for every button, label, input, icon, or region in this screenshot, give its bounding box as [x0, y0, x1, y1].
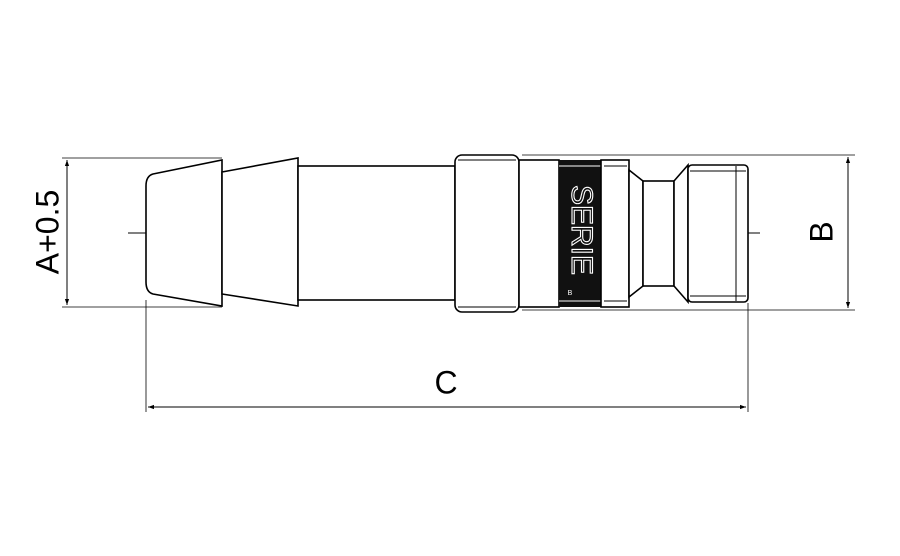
- dim-b-label: B: [803, 221, 839, 242]
- band-mark: B: [568, 290, 573, 297]
- groove-neck: [628, 168, 644, 299]
- collar: [454, 154, 520, 313]
- barb-rear: [221, 157, 299, 307]
- marking-band: [559, 160, 601, 307]
- barb-front: [145, 159, 223, 307]
- shank-tube: [297, 165, 456, 301]
- plug-nose: [687, 164, 749, 303]
- band-text: SERIE: [565, 185, 598, 275]
- dim-c-label: C: [434, 364, 457, 400]
- plug-body: [518, 159, 560, 308]
- dim-a-label: A+0.5: [29, 190, 65, 275]
